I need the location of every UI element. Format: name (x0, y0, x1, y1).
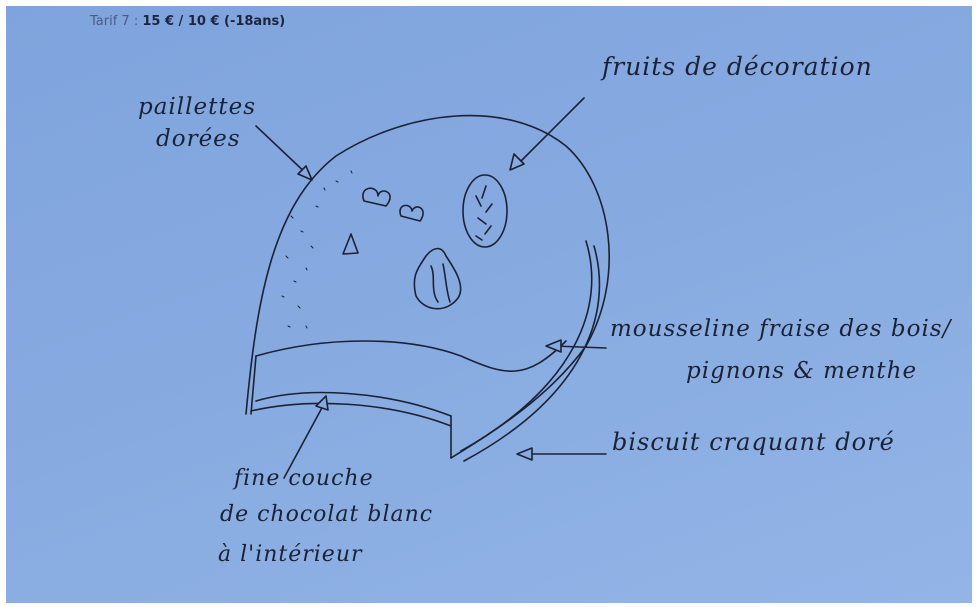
label-mousseline-2: pignons & menthe (686, 358, 917, 384)
cake-cut-top (256, 341, 566, 371)
label-mousseline-1: mousseline fraise des bois/ (610, 316, 951, 342)
sketch-page: Tarif 7 : 15 € / 10 € (-18ans) (6, 6, 972, 603)
fruit-oval (463, 175, 507, 247)
label-paillettes-1: paillettes (138, 94, 256, 120)
cake-right-side-2 (464, 246, 599, 461)
label-chocolat-3: à l'intérieur (218, 542, 363, 567)
fruit-swirl (414, 249, 460, 309)
gold-flakes (282, 171, 352, 328)
label-chocolat-2: de chocolat blanc (220, 502, 433, 527)
label-biscuit: biscuit craquant doré (612, 428, 895, 456)
fruit-triangle (343, 234, 358, 254)
label-chocolat-1: fine couche (234, 466, 374, 491)
fruit-heart-2 (400, 205, 423, 221)
fruit-heart-1 (363, 188, 390, 206)
label-fruits: fruits de décoration (602, 52, 873, 81)
label-paillettes-2: dorées (156, 126, 241, 152)
